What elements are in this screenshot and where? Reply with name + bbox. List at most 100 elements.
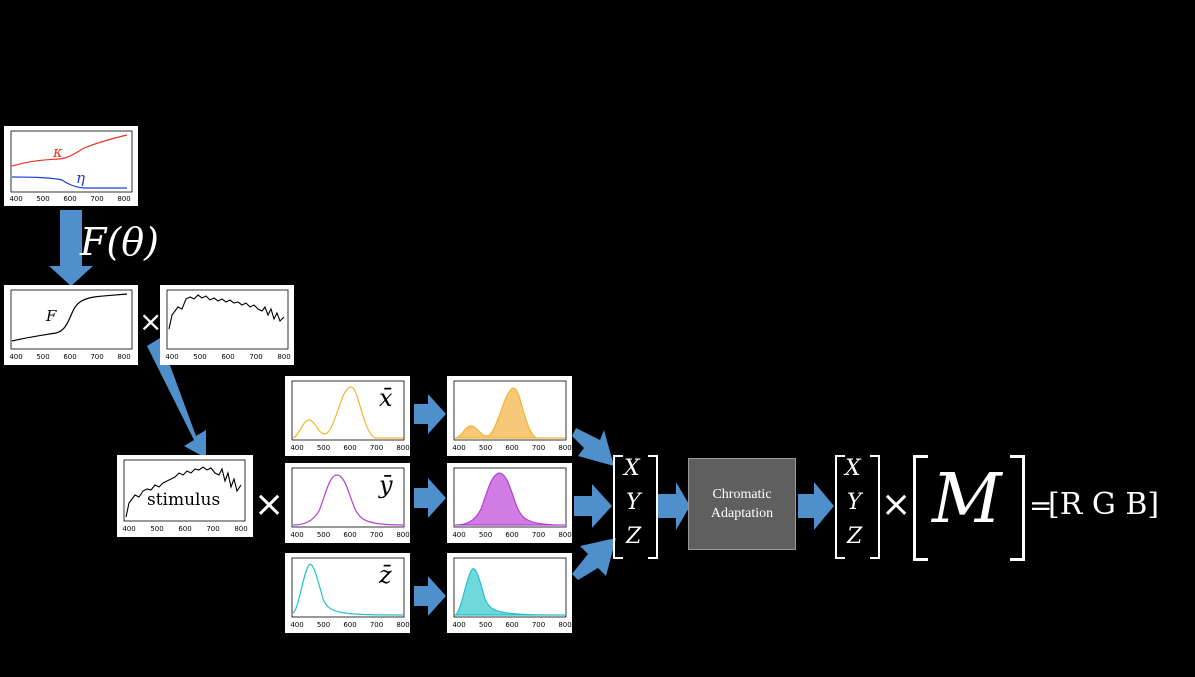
x-ticks: 400 500 600 700 800	[165, 353, 290, 361]
x-tick-label: 600	[63, 195, 76, 203]
times-op-2: ×	[254, 484, 285, 525]
xyz2-right-bracket	[870, 455, 880, 559]
illuminant-plot: 400 500 600 700 800	[160, 285, 294, 365]
x-tick-label: 400	[9, 353, 22, 361]
x-tick-label: 700	[370, 621, 383, 629]
x-tick-label: 800	[396, 621, 409, 629]
x-tick-label: 800	[234, 525, 247, 533]
x-tick-label: 400	[290, 531, 303, 539]
arrow-chromatic-to-xyz2	[798, 482, 834, 530]
times-op-3: ×	[881, 484, 912, 525]
times-op-1: ×	[139, 305, 163, 338]
arrow-zfill-to-xyz	[572, 538, 616, 580]
xyz-Y: Y	[626, 490, 641, 515]
x-tick-label: 600	[505, 444, 518, 452]
arrow-xfill-to-xyz	[572, 428, 614, 466]
x-tick-label: 600	[505, 621, 518, 629]
equals-op: =	[1029, 489, 1053, 522]
x-tick-label: 600	[221, 353, 234, 361]
x-tick-label: 600	[343, 444, 356, 452]
x-tick-label: 700	[249, 353, 262, 361]
arrow-down-fresnel	[49, 210, 93, 286]
x-tick-label: 500	[150, 525, 163, 533]
matrix-M-label: M	[932, 460, 1002, 539]
x-weighted-fill	[454, 387, 565, 439]
x-tick-label: 400	[290, 621, 303, 629]
zbar-label: z̄	[378, 561, 392, 589]
x-ticks: 400 500 600 700 800	[9, 195, 130, 203]
F-label: F	[45, 307, 57, 325]
rgb-result: [R G B]	[1048, 487, 1160, 522]
chromatic-line2: Adaptation	[710, 506, 774, 521]
xyz2-left-bracket	[835, 455, 845, 559]
xyz2-Z: Z	[847, 524, 863, 549]
illuminant-curve	[168, 294, 285, 330]
x-tick-label: 700	[532, 531, 545, 539]
xyz-right-bracket	[648, 455, 658, 559]
stimulus-label: stimulus	[147, 490, 220, 510]
xyz-X: X	[624, 456, 640, 481]
x-tick-label: 400	[452, 531, 465, 539]
x-tick-label: 700	[90, 195, 103, 203]
xbar-label: x̄	[379, 384, 393, 412]
x-tick-label: 800	[558, 621, 571, 629]
x-tick-label: 400	[122, 525, 135, 533]
x-tick-label: 600	[178, 525, 191, 533]
matrix-left-bracket	[913, 455, 928, 561]
x-tick-label: 400	[9, 195, 22, 203]
x-tick-label: 400	[452, 444, 465, 452]
x-tick-label: 400	[290, 444, 303, 452]
x-ticks: 400 500 600 700 800	[122, 525, 247, 533]
x-tick-label: 800	[396, 444, 409, 452]
x-tick-label: 600	[505, 531, 518, 539]
kappa-label: κ	[52, 143, 63, 161]
x-tick-label: 700	[206, 525, 219, 533]
x-tick-label: 600	[343, 621, 356, 629]
arrow-z-to-zfill	[414, 576, 446, 616]
x-tick-label: 800	[117, 353, 130, 361]
x-tick-label: 400	[165, 353, 178, 361]
x-tick-label: 500	[479, 621, 492, 629]
eta-curve	[11, 176, 127, 189]
chromatic-line1: Chromatic	[712, 487, 772, 502]
x-tick-label: 500	[193, 353, 206, 361]
matrix-right-bracket	[1010, 455, 1025, 561]
fresnel-curve	[11, 293, 128, 342]
x-tick-label: 500	[36, 195, 49, 203]
arrow-yfill-to-xyz	[574, 484, 612, 528]
x-tick-label: 700	[532, 444, 545, 452]
x-tick-label: 800	[558, 444, 571, 452]
x-tick-label: 800	[117, 195, 130, 203]
x-tick-label: 800	[277, 353, 290, 361]
x-tick-label: 600	[63, 353, 76, 361]
x-tick-label: 700	[370, 531, 383, 539]
y-weighted-fill	[454, 472, 566, 526]
eta-label: η	[76, 169, 85, 187]
ybar-curve	[292, 474, 404, 526]
arrow-y-to-yfill	[414, 478, 446, 518]
xyz-Z: Z	[626, 524, 642, 549]
arrow-x-to-xfill	[414, 394, 446, 434]
xbar-curve	[292, 386, 403, 439]
x-tick-label: 500	[36, 353, 49, 361]
z-weighted-fill	[454, 568, 566, 616]
fresnel-operator: F(θ)	[80, 220, 159, 264]
xyz2-X: X	[845, 456, 861, 481]
stimulus-curve	[125, 466, 242, 518]
chromatic-adaptation-box: Chromatic Adaptation	[688, 458, 796, 550]
x-tick-label: 400	[452, 621, 465, 629]
stimulus-plot: stimulus 400 500 600 700 800	[117, 455, 253, 537]
